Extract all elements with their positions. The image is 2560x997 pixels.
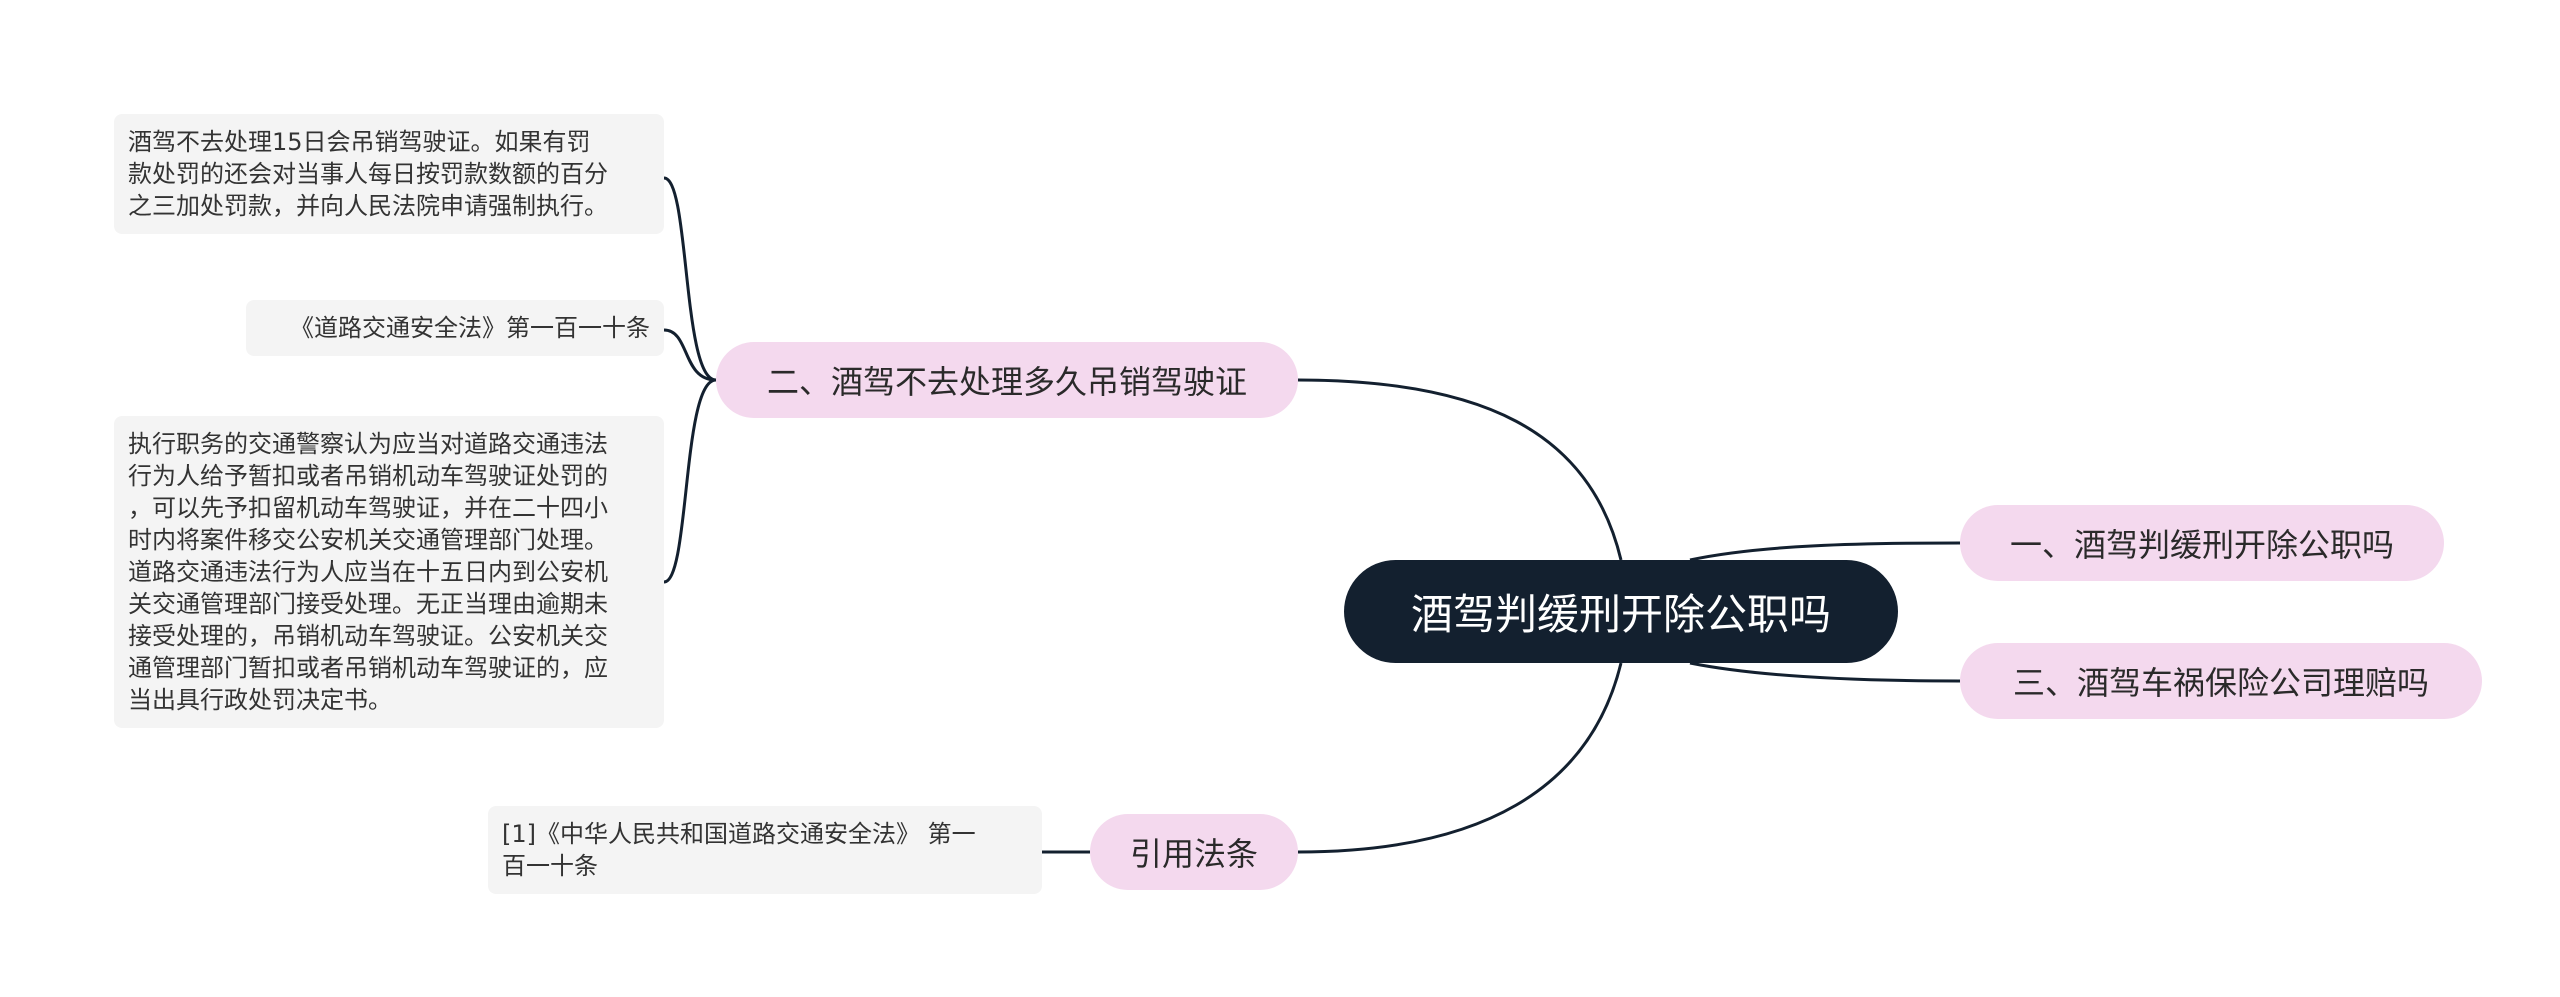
- leaf-text-line: 道路交通违法行为人应当在十五日内到公安机: [128, 558, 608, 586]
- leaf-text-line: 时内将案件移交公安机关交通管理部门处理。: [128, 526, 608, 554]
- leaf-text-line: 百一十条: [502, 852, 598, 880]
- leaf-text-line: [1]《中华人民共和国道路交通安全法》 第一: [502, 820, 976, 848]
- root-topic[interactable]: 酒驾判缓刑开除公职吗: [1344, 560, 1898, 663]
- leaf-text-line: 《道路交通安全法》第一百一十条: [290, 314, 650, 342]
- connector-b2-l2: [663, 328, 717, 382]
- leaf-text-line: 关交通管理部门接受处理。无正当理由逾期未: [128, 590, 608, 618]
- connector-b2-l1: [663, 176, 717, 382]
- branch-drunk-driving-license-revocation[interactable]: 二、酒驾不去处理多久吊销驾驶证: [716, 342, 1298, 418]
- branch-label: 三、酒驾车祸保险公司理赔吗: [2012, 664, 2429, 702]
- connector-root-b1: [1689, 541, 1961, 562]
- branch-label: 一、酒驾判缓刑开除公职吗: [2009, 526, 2394, 564]
- leaf-text-line: 当出具行政处罚决定书。: [128, 686, 392, 714]
- leaf-text-line: 之三加处罚款，并向人民法院申请强制执行。: [128, 192, 608, 220]
- leaf-law-article-110[interactable]: 《道路交通安全法》第一百一十条: [246, 300, 664, 356]
- leaf-text-line: 通管理部门暂扣或者吊销机动车驾驶证的，应: [128, 654, 608, 682]
- leaf-text-line: 行为人给予暂扣或者吊销机动车驾驶证处罚的: [128, 462, 608, 490]
- connector-b2-l3: [663, 378, 717, 584]
- leaf-text-line: ，可以先予扣留机动车驾驶证，并在二十四小: [128, 494, 608, 522]
- connector-root-b2: [1297, 378, 1623, 561]
- branch-cited-law[interactable]: 引用法条: [1090, 814, 1298, 890]
- leaf-traffic-police-procedure[interactable]: 执行职务的交通警察认为应当对道路交通违法 行为人给予暂扣或者吊销机动车驾驶证处罚…: [114, 416, 664, 728]
- connector-root-b3: [1689, 661, 1961, 683]
- branch-suspended-sentence-dismissal[interactable]: 一、酒驾判缓刑开除公职吗: [1960, 505, 2444, 581]
- connector-root-b4: [1297, 662, 1623, 854]
- leaf-citation-reference[interactable]: [1]《中华人民共和国道路交通安全法》 第一 百一十条: [488, 806, 1042, 894]
- leaf-revocation-15-days[interactable]: 酒驾不去处理15日会吊销驾驶证。如果有罚 款处罚的还会对当事人每日按罚款数额的百…: [114, 114, 664, 234]
- branch-insurance-claim[interactable]: 三、酒驾车祸保险公司理赔吗: [1960, 643, 2482, 719]
- leaf-text-line: 执行职务的交通警察认为应当对道路交通违法: [128, 430, 608, 458]
- branch-label: 引用法条: [1129, 835, 1258, 873]
- root-topic-label: 酒驾判缓刑开除公职吗: [1410, 590, 1831, 639]
- branch-label: 二、酒驾不去处理多久吊销驾驶证: [766, 363, 1247, 401]
- leaf-text-line: 款处罚的还会对当事人每日按罚款数额的百分: [128, 160, 608, 188]
- leaf-text-line: 接受处理的，吊销机动车驾驶证。公安机关交: [128, 622, 608, 650]
- leaf-text-line: 酒驾不去处理15日会吊销驾驶证。如果有罚: [128, 128, 591, 156]
